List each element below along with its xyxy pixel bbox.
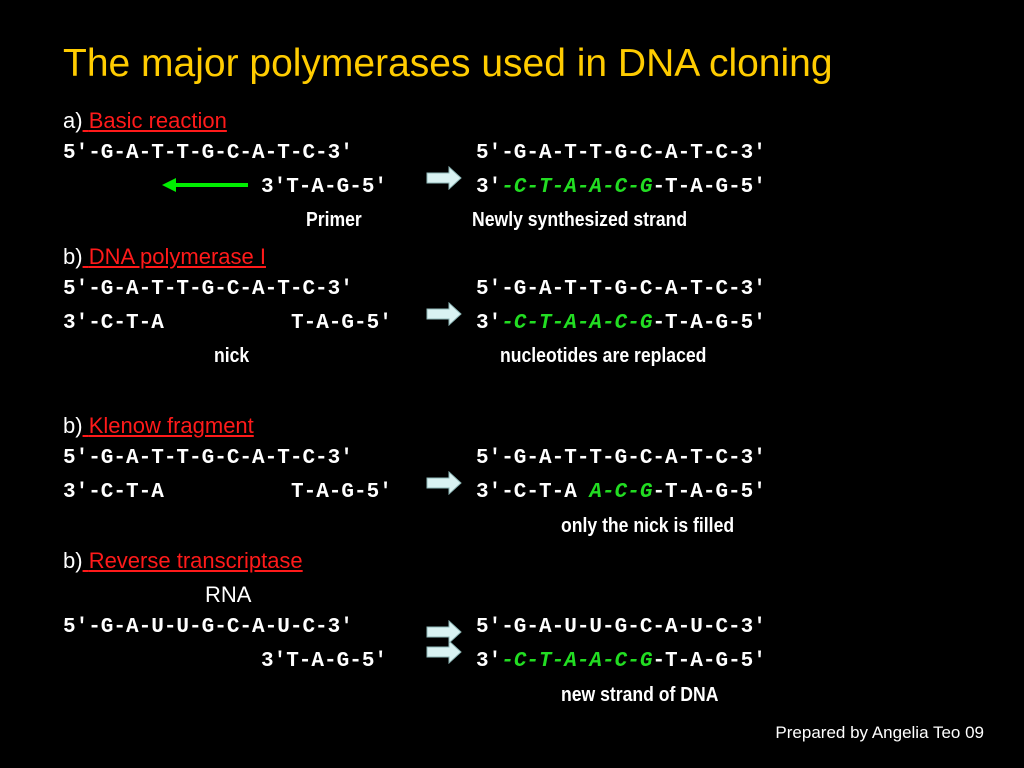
section-a-result-bottom: 3′-C-T-A-A-C-G-T-A-G-5′	[476, 177, 766, 198]
section-c-bottom-right: T-A-G-5′	[291, 481, 392, 504]
new-strand-label: new strand of DNA	[561, 684, 719, 706]
result-bottom-start: 3′	[476, 650, 502, 673]
section-b-heading: b) DNA polymerase I	[63, 246, 266, 268]
section-b-bottom-left: 3′-C-T-A	[63, 312, 164, 335]
new-bases: -C-T-A-A-C-G	[501, 650, 653, 673]
nucleotides-replaced-label: nucleotides are replaced	[500, 345, 707, 367]
result-bottom-end: -T-A-G-5′	[652, 481, 766, 504]
section-c-title: Klenow fragment	[88, 413, 254, 438]
section-d-prefix: b)	[63, 548, 83, 573]
rna-label: RNA	[205, 582, 252, 607]
section-a-title: Basic reaction	[88, 108, 227, 133]
result-bottom-start: 3′	[476, 312, 502, 335]
section-b-title: DNA polymerase I	[88, 244, 266, 269]
section-b-result-top: 5′-G-A-T-T-G-C-A-T-C-3′	[476, 278, 766, 301]
section-b-bottom-right: T-A-G-5′	[291, 312, 392, 335]
result-bottom-end: -T-A-G-5′	[652, 650, 766, 673]
section-a-prefix: a)	[63, 108, 83, 133]
section-c-result-bottom: 3′-C-T-A A-C-G-T-A-G-5′	[476, 482, 766, 503]
left-green-arrow-icon	[162, 178, 248, 192]
right-block-arrow-icon	[426, 640, 462, 664]
section-a-primer-strand: 3′T-A-G-5′	[261, 176, 388, 199]
result-bottom-end: -T-A-G-5′	[652, 312, 766, 335]
new-bases: A-C-G	[589, 481, 653, 504]
section-c-bottom-left: 3′-C-T-A	[63, 481, 164, 504]
primer-label: Primer	[306, 209, 362, 231]
section-b-prefix: b)	[63, 244, 83, 269]
section-d-result-top: 5′-G-A-U-U-G-C-A-U-C-3′	[476, 616, 766, 639]
nick-label: nick	[214, 345, 250, 367]
section-a-result-top: 5′-G-A-T-T-G-C-A-T-C-3′	[476, 142, 766, 165]
section-b-template-strand: 5′-G-A-T-T-G-C-A-T-C-3′	[63, 278, 353, 301]
result-bottom-start: 3′-C-T-A	[476, 481, 590, 504]
newly-synthesized-label: Newly synthesized strand	[472, 209, 688, 231]
new-bases: -C-T-A-A-C-G	[501, 312, 653, 335]
section-d-primer-strand: 3′T-A-G-5′	[261, 650, 388, 673]
footer-credit: Prepared by Angelia Teo 09	[775, 723, 984, 742]
right-block-arrow-icon	[426, 166, 462, 190]
result-bottom-start: 3′	[476, 176, 502, 199]
section-c-heading: b) Klenow fragment	[63, 415, 254, 437]
section-d-heading: b) Reverse transcriptase	[63, 550, 303, 572]
section-d-template-strand: 5′-G-A-U-U-G-C-A-U-C-3′	[63, 616, 353, 639]
section-a-template-strand: 5′-G-A-T-T-G-C-A-T-C-3′	[63, 142, 353, 165]
section-c-result-top: 5′-G-A-T-T-G-C-A-T-C-3′	[476, 447, 766, 470]
section-c-prefix: b)	[63, 413, 83, 438]
right-block-arrow-icon	[426, 302, 462, 326]
section-d-result-bottom: 3′-C-T-A-A-C-G-T-A-G-5′	[476, 651, 766, 672]
section-d-title: Reverse transcriptase	[88, 548, 303, 573]
section-b-result-bottom: 3′-C-T-A-A-C-G-T-A-G-5′	[476, 313, 766, 334]
section-c-template-strand: 5′-G-A-T-T-G-C-A-T-C-3′	[63, 447, 353, 470]
right-block-arrow-icon	[426, 471, 462, 495]
new-bases: -C-T-A-A-C-G	[501, 176, 653, 199]
slide-title: The major polymerases used in DNA clonin…	[63, 42, 833, 85]
section-a-heading: a) Basic reaction	[63, 110, 227, 132]
right-block-arrow-icon	[426, 620, 462, 644]
result-bottom-end: -T-A-G-5′	[652, 176, 766, 199]
nick-filled-label: only the nick is filled	[561, 515, 735, 537]
